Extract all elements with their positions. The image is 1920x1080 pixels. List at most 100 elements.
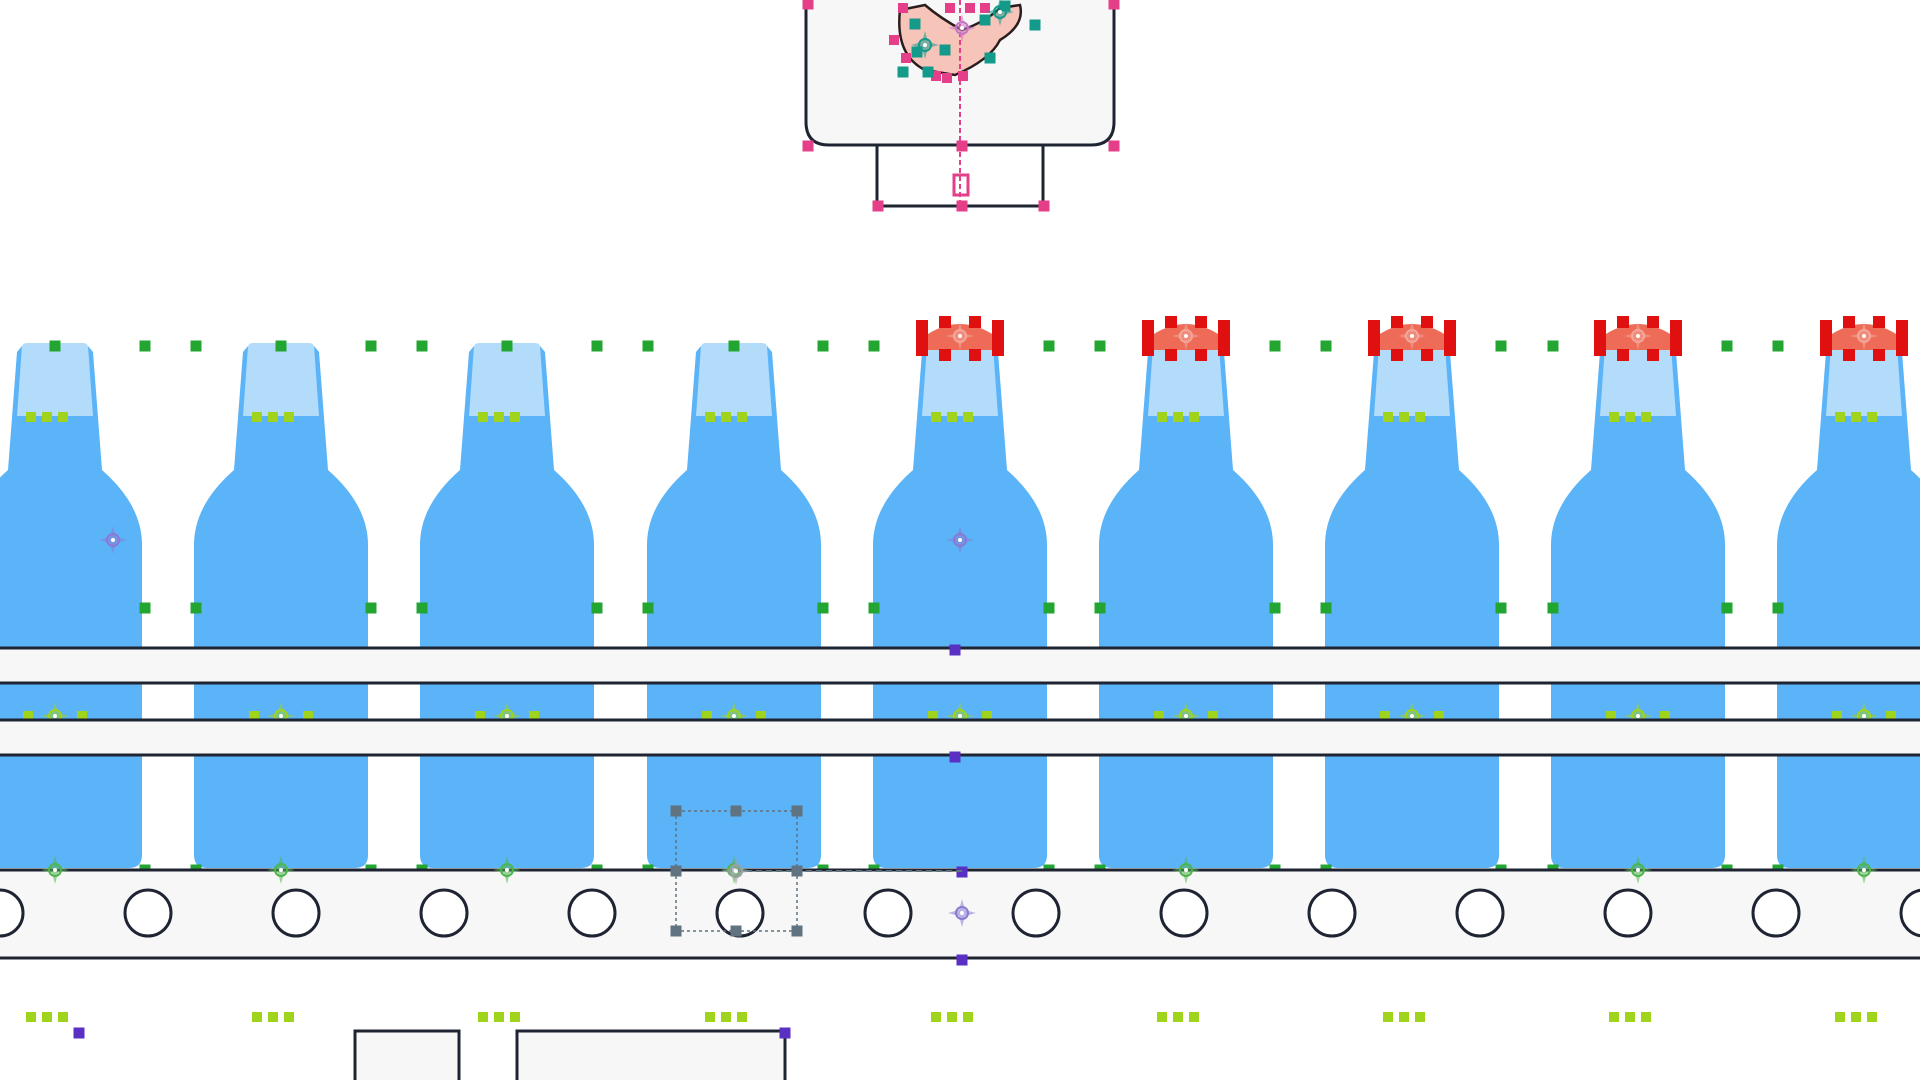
belt-handle[interactable] [1606, 711, 1616, 721]
selection-handles-group[interactable] [670, 805, 963, 937]
bottle-neck-handle[interactable] [947, 412, 957, 422]
bottle-base-handle[interactable] [963, 1012, 973, 1022]
bottle-neck-handle[interactable] [963, 412, 973, 422]
cap-selection-handle[interactable] [1820, 320, 1832, 332]
bottle-neck-handle[interactable] [42, 412, 52, 422]
bottle-base-handle[interactable] [1399, 1012, 1409, 1022]
belt-handle[interactable] [23, 711, 33, 721]
conveyor-roller[interactable] [1603, 888, 1653, 938]
row-anchor-handle[interactable] [1495, 602, 1507, 614]
gripper-selection-handle[interactable] [931, 71, 941, 81]
conveyor-group[interactable] [0, 644, 1920, 966]
cap-selection-handle[interactable] [1670, 332, 1682, 344]
cap-selection-handle[interactable] [1594, 344, 1606, 356]
capper-machine-group[interactable] [802, 0, 1120, 212]
roller-selection-handle[interactable] [791, 925, 803, 937]
cap-selection-handle[interactable] [1444, 332, 1456, 344]
belt-handle[interactable] [303, 711, 313, 721]
cap-selection-handle[interactable] [969, 349, 981, 361]
bottle-base-handle[interactable] [1157, 1012, 1167, 1022]
cap-selection-handle[interactable] [1444, 344, 1456, 356]
gripper-teal-handle[interactable] [909, 18, 921, 30]
belt-handle[interactable] [1380, 711, 1390, 721]
labeler-block-small[interactable] [353, 1029, 461, 1080]
row-anchor-handle[interactable] [1547, 340, 1559, 352]
cap-selection-handle[interactable] [992, 344, 1004, 356]
cap-selection-handle[interactable] [992, 332, 1004, 344]
conveyor-roller[interactable] [567, 888, 617, 938]
cap-selection-handle[interactable] [1391, 349, 1403, 361]
conveyor-roller[interactable] [863, 888, 913, 938]
belt-handle[interactable] [756, 711, 766, 721]
capper-selection-handle[interactable] [956, 200, 968, 212]
bottle-base-handle[interactable] [1625, 1012, 1635, 1022]
cap-pivot-icon[interactable] [1624, 322, 1652, 350]
bottle-neck-handle[interactable] [1383, 412, 1393, 422]
cap-selection-handle[interactable] [1195, 349, 1207, 361]
bottle-base-handle[interactable] [478, 1012, 488, 1022]
roller-pivot-icon[interactable] [948, 899, 976, 927]
cap-pivot-icon[interactable] [1398, 322, 1426, 350]
belt-handle[interactable] [77, 711, 87, 721]
row-anchor-handle[interactable] [139, 602, 151, 614]
bottle-base-handle[interactable] [494, 1012, 504, 1022]
row-anchor-handle[interactable] [416, 340, 428, 352]
belt-handle[interactable] [475, 711, 485, 721]
cap-selection-handle[interactable] [1670, 344, 1682, 356]
belt-handle[interactable] [1886, 711, 1896, 721]
bottle-base-handle[interactable] [1867, 1012, 1877, 1022]
bottle-body-shape[interactable] [647, 346, 821, 868]
bottle-base-handle[interactable] [42, 1012, 52, 1022]
bottom-handle[interactable] [73, 1027, 85, 1039]
bottle-neck-handle[interactable] [1157, 412, 1167, 422]
cap-selection-handle[interactable] [1165, 316, 1177, 328]
row-anchor-handle[interactable] [139, 340, 151, 352]
row-anchor-handle[interactable] [591, 340, 603, 352]
gripper-teal-handle[interactable] [1029, 19, 1041, 31]
roller-selection-handle[interactable] [670, 925, 682, 937]
capper-selection-handle[interactable] [1038, 200, 1050, 212]
cap-selection-handle[interactable] [1670, 320, 1682, 332]
bottle-pivot-icon[interactable] [99, 526, 127, 554]
cap-selection-handle[interactable] [1165, 349, 1177, 361]
cap-selection-handle[interactable] [1820, 344, 1832, 356]
row-anchor-handle[interactable] [1094, 602, 1106, 614]
gripper-pivot-icon[interactable] [911, 31, 939, 59]
gripper-selection-handle[interactable] [901, 53, 911, 63]
row-anchor-handle[interactable] [1772, 602, 1784, 614]
conveyor-roller[interactable] [1011, 888, 1061, 938]
bottle-neck-handle[interactable] [705, 412, 715, 422]
cap-selection-handle[interactable] [1368, 320, 1380, 332]
row-anchor-handle[interactable] [1269, 602, 1281, 614]
cap-selection-handle[interactable] [916, 344, 928, 356]
bottle-neck-handle[interactable] [510, 412, 520, 422]
cap-selection-handle[interactable] [1647, 349, 1659, 361]
gripper-selection-handle[interactable] [945, 3, 955, 13]
roller-selection-handle[interactable] [730, 805, 742, 817]
row-anchor-handle[interactable] [190, 602, 202, 614]
cap-selection-handle[interactable] [1896, 320, 1908, 332]
cap-selection-handle[interactable] [1218, 320, 1230, 332]
capper-path-marker[interactable] [952, 173, 970, 197]
bottle-neck-handle[interactable] [252, 412, 262, 422]
row-anchor-handle[interactable] [416, 602, 428, 614]
roller-selection-handle[interactable] [670, 865, 682, 877]
cap-pivot-icon[interactable] [946, 322, 974, 350]
capper-pivot-icon[interactable] [948, 14, 976, 42]
row-anchor-handle[interactable] [1721, 340, 1733, 352]
bottle-neck-handle[interactable] [58, 412, 68, 422]
capper-selection-handle[interactable] [956, 140, 968, 152]
cap-selection-handle[interactable] [1368, 344, 1380, 356]
belt-line-pivot-icon[interactable] [1624, 856, 1652, 884]
cap-selection-handle[interactable] [1444, 320, 1456, 332]
bottle-top-handle[interactable] [728, 340, 740, 352]
bottom-machines-group[interactable] [73, 1027, 791, 1080]
belt-handle[interactable] [1208, 711, 1218, 721]
conveyor-roller[interactable] [1751, 888, 1801, 938]
belt-handle[interactable] [928, 711, 938, 721]
cap-selection-handle[interactable] [1594, 320, 1606, 332]
row-anchor-handle[interactable] [591, 602, 603, 614]
bottle-top-handle[interactable] [275, 340, 287, 352]
rail-handle[interactable] [949, 644, 961, 656]
